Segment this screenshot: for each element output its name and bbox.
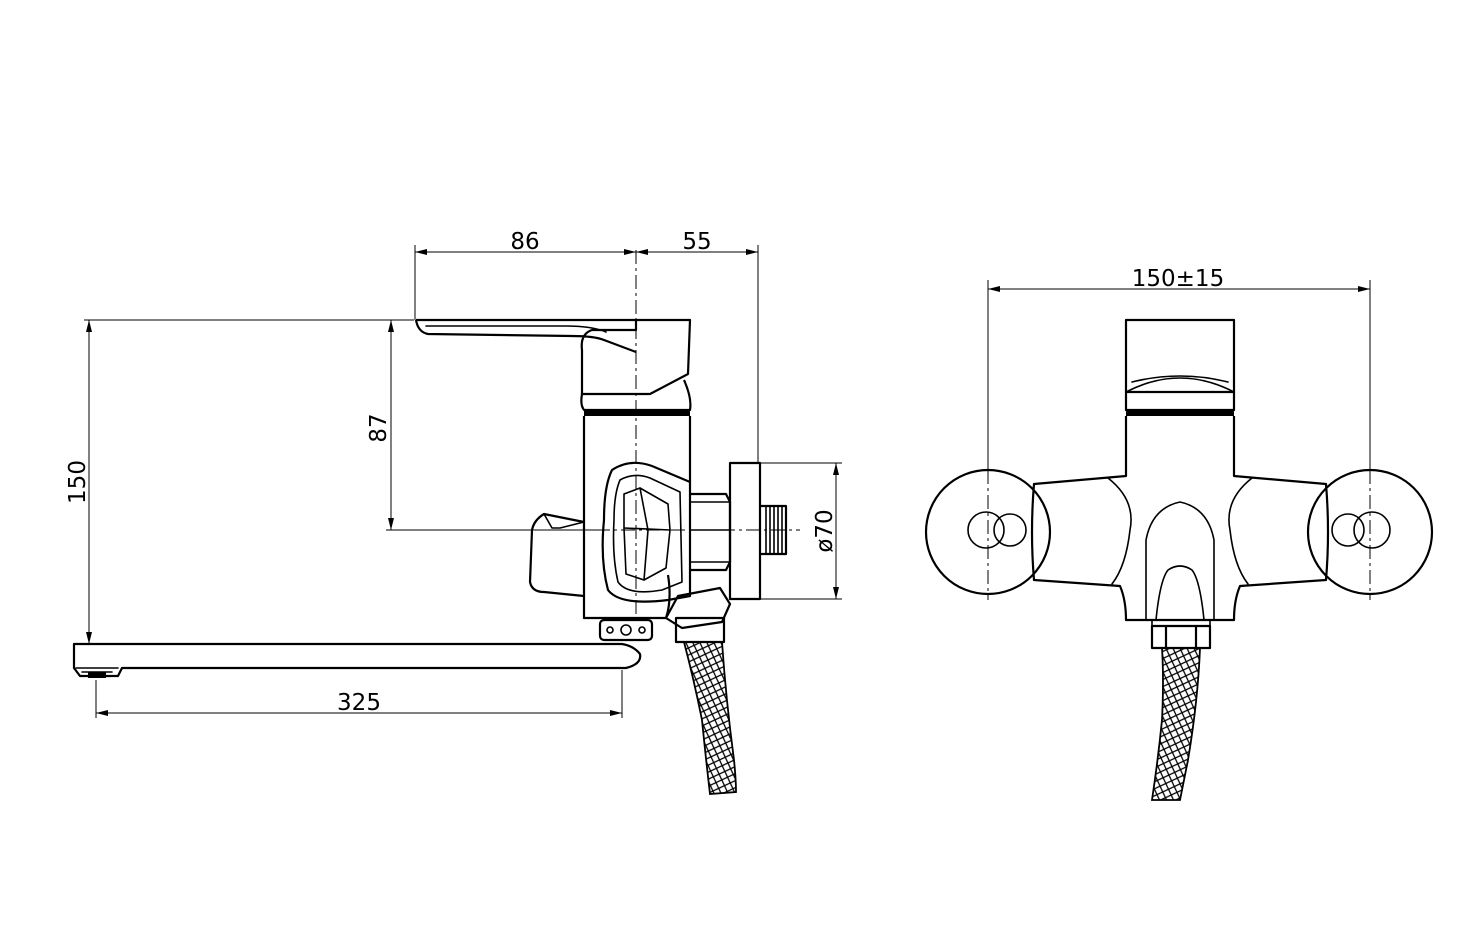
side-wall-flange	[728, 461, 762, 601]
side-diverter-knob	[528, 512, 585, 598]
dim-label-150: 150	[65, 460, 91, 504]
front-dimensions: 150±15	[987, 266, 1371, 470]
dim-label-150-15: 150±15	[1132, 266, 1224, 292]
side-hose-nut	[664, 586, 732, 630]
front-view	[924, 318, 1434, 801]
front-handle-block	[1124, 318, 1236, 394]
side-braided-hose	[682, 641, 737, 795]
side-long-spout	[72, 642, 642, 678]
side-hex-nut	[690, 492, 732, 572]
front-body	[1124, 392, 1236, 412]
dim-label-70: ø70	[812, 509, 838, 552]
dim-label-86: 86	[510, 229, 539, 255]
side-view	[72, 250, 800, 795]
side-aerator-ring	[598, 618, 654, 642]
front-hex-nut	[1150, 624, 1212, 650]
front-braided-hose	[1150, 647, 1201, 801]
side-threaded-nipple	[760, 504, 788, 556]
side-lever-handle	[414, 318, 692, 396]
dim-label-87: 87	[366, 413, 392, 442]
dim-label-55: 55	[682, 229, 711, 255]
dim-label-325: 325	[337, 690, 381, 716]
side-eccentric-connector	[601, 461, 692, 603]
side-dimensions: 86 55 150 87 ø70 325	[65, 229, 842, 718]
